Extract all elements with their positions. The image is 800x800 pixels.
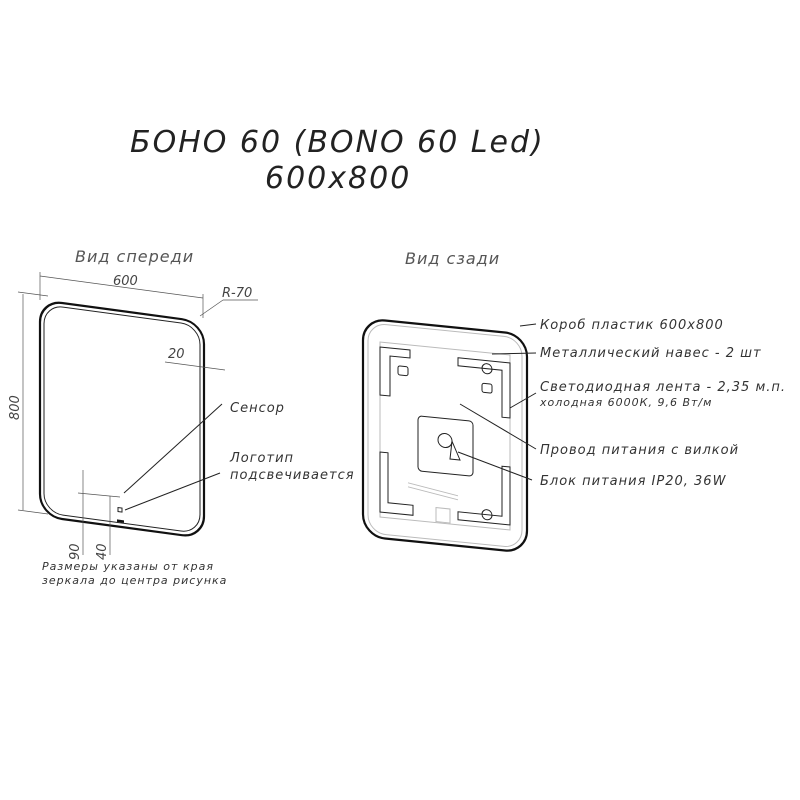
note-line-2: зеркала до центра рисунка — [42, 574, 227, 587]
hanger-icon — [481, 382, 493, 394]
power-supply-unit — [407, 482, 459, 497]
back-view-heading: Вид сзади — [405, 249, 500, 268]
label-metal-hanger: Металлический навес - 2 шт — [540, 346, 762, 361]
label-power-cable: Провод питания с вилкой — [540, 443, 739, 458]
dim-width: 600 — [113, 274, 138, 289]
width-dimension-line — [39, 275, 204, 299]
label-sensor: Сенсор — [230, 401, 285, 416]
label-power-supply: Блок питания IP20, 36W — [540, 474, 727, 489]
title-line-1: БОНО 60 (BONO 60 Led) — [130, 125, 545, 160]
front-mirror — [38, 301, 206, 537]
label-led-strip-2: холодная 6000К, 9,6 Вт/м — [539, 396, 712, 409]
mirror-outer-edge — [38, 301, 206, 537]
label-logo-2: подсвечивается — [230, 468, 355, 483]
sensor-leader — [123, 403, 223, 494]
dim-frame: 20 — [168, 347, 185, 362]
dim-height: 800 — [8, 395, 23, 420]
logo-mark — [117, 519, 124, 523]
label-led-strip-1: Светодиодная лента - 2,35 м.п. — [540, 380, 786, 395]
plug-icon — [449, 439, 461, 461]
power-cable-plate — [417, 415, 474, 477]
sensor-icon — [117, 506, 123, 513]
mirror-led-frame — [43, 306, 201, 532]
front-view-heading: Вид спереди — [75, 247, 194, 266]
hanger-icon — [397, 365, 409, 377]
dim-logo: 40 — [95, 543, 110, 560]
label-logo-1: Логотип — [229, 451, 294, 466]
dim-radius: R-70 — [222, 286, 252, 301]
dim-sensor: 90 — [68, 543, 83, 560]
label-plastic-box: Короб пластик 600х800 — [540, 318, 724, 333]
logo-leader — [124, 472, 221, 511]
power-cable-coil — [437, 432, 453, 449]
note-line-1: Размеры указаны от края — [42, 560, 214, 573]
title-line-2: 600x800 — [265, 161, 411, 196]
plastic-box — [379, 341, 511, 531]
